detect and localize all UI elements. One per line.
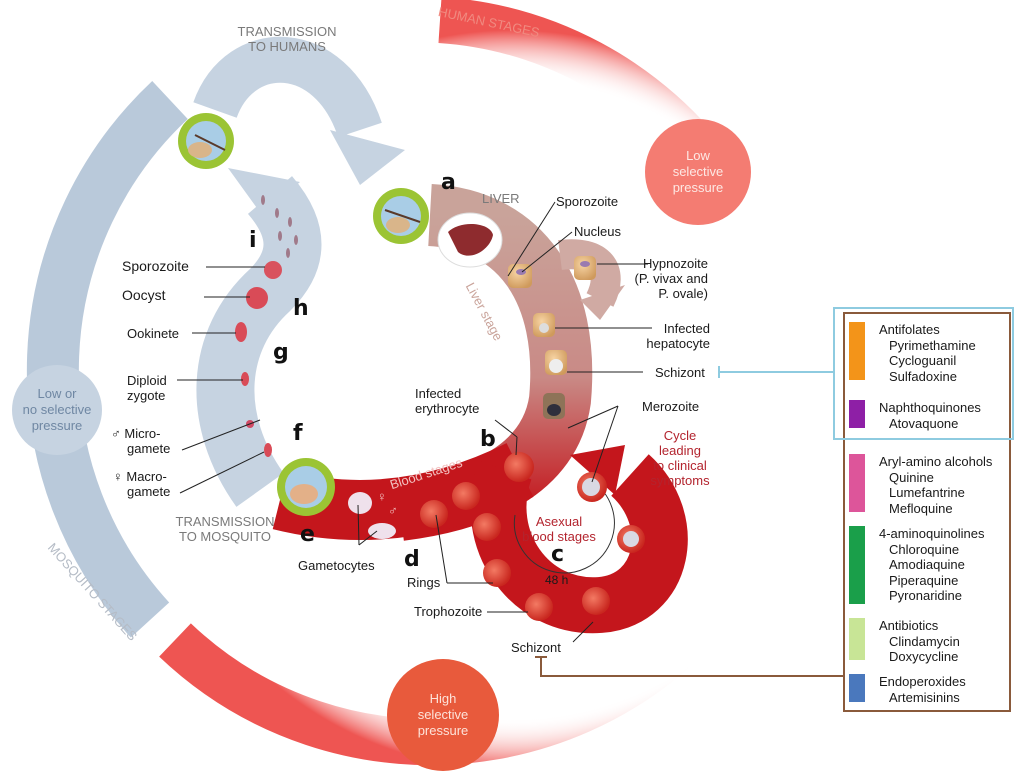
nucleus-label: Nucleus (574, 224, 621, 239)
trophozoite-label: Trophozoite (414, 604, 483, 619)
stage-letter-e: e (300, 522, 315, 547)
infected-erythrocyte-label: Infected erythrocyte (415, 386, 480, 416)
microgamete-label: ♂ Micro- gamete (111, 426, 171, 456)
mosquito-sporozoite-label: Sporozoite (122, 258, 189, 274)
oocyst-label: Oocyst (122, 287, 166, 303)
female-gametocyte-symbol: ♀ (377, 489, 387, 504)
liver-sporozoite-label: Sporozoite (556, 194, 619, 209)
male-gametocyte-symbol: ♂ (388, 503, 398, 518)
blood-schizont-drug-link (535, 656, 843, 677)
legend-swatch (849, 322, 865, 380)
mosquito-badge-top (178, 113, 234, 169)
asexual-cycle-loop (513, 479, 615, 574)
liver-schizont-drug-link (718, 366, 833, 378)
mosquito-badge-liver (373, 188, 429, 244)
stage-letter-c: c (551, 542, 565, 567)
drug-legend (843, 312, 1011, 712)
drug-legend-groups: Antifolates Pyrimethamine Cycloguanil Su… (843, 312, 1011, 712)
transmission-to-humans-label: TRANSMISSION TO HUMANS (237, 24, 337, 54)
stage-letter-d: d (404, 547, 420, 572)
mosquito-stages-arc (26, 81, 188, 638)
stage-letter-b: b (480, 427, 496, 452)
stage-letter-i: i (249, 228, 257, 253)
red-blood-cells (348, 452, 645, 621)
blood-schizont-label: Schizont (511, 640, 561, 655)
legend-swatch (849, 618, 865, 660)
transmission-to-humans-arrow (193, 36, 405, 185)
low-pressure-circle (645, 119, 751, 225)
high-pressure-circle (387, 659, 499, 771)
stage-letter-f: f (293, 421, 303, 446)
transmission-to-mosquito-label: TRANSMISSION TO MOSQUITO (175, 514, 275, 544)
liver-schizont-label: Schizont (655, 365, 705, 380)
liver-title: LIVER (482, 191, 520, 206)
stage-letter-h: h (293, 296, 309, 321)
legend-swatch (849, 526, 865, 604)
leader-lines (177, 201, 652, 643)
liver-drug-legend-highlight (833, 307, 1014, 440)
ookinete-label: Ookinete (127, 326, 180, 341)
legend-swatch (849, 674, 865, 702)
hepatocyte-cells (508, 256, 596, 419)
mosquito-badge-blood (277, 458, 335, 516)
macrogamete-label: ♀ Macro- gamete (113, 469, 171, 499)
diploid-zygote-label: Diploid zygote (127, 373, 167, 403)
infected-hepatocyte-label: Infected hepatocyte (646, 321, 710, 351)
stage-letter-g: g (273, 340, 289, 365)
stage-letter-a: a (441, 170, 456, 195)
liver-organ-icon (437, 212, 503, 268)
hypnozoite-label: Hypnozoite (P. vivax and P. ovale) (634, 256, 708, 301)
asexual-blood-stages-label: Asexual blood stages (522, 514, 596, 544)
period-48h-label: 48 h (545, 573, 569, 587)
mosquito-parasite-forms (235, 195, 298, 457)
no-pressure-circle (12, 365, 102, 455)
gametocytes-label: Gametocytes (298, 558, 375, 573)
merozoite-label: Merozoite (642, 399, 700, 414)
legend-swatch (849, 454, 865, 512)
legend-swatch (849, 400, 865, 428)
rings-label: Rings (407, 575, 441, 590)
cycle-clinical-label: Cycle leading to clinical symptoms (650, 428, 710, 488)
